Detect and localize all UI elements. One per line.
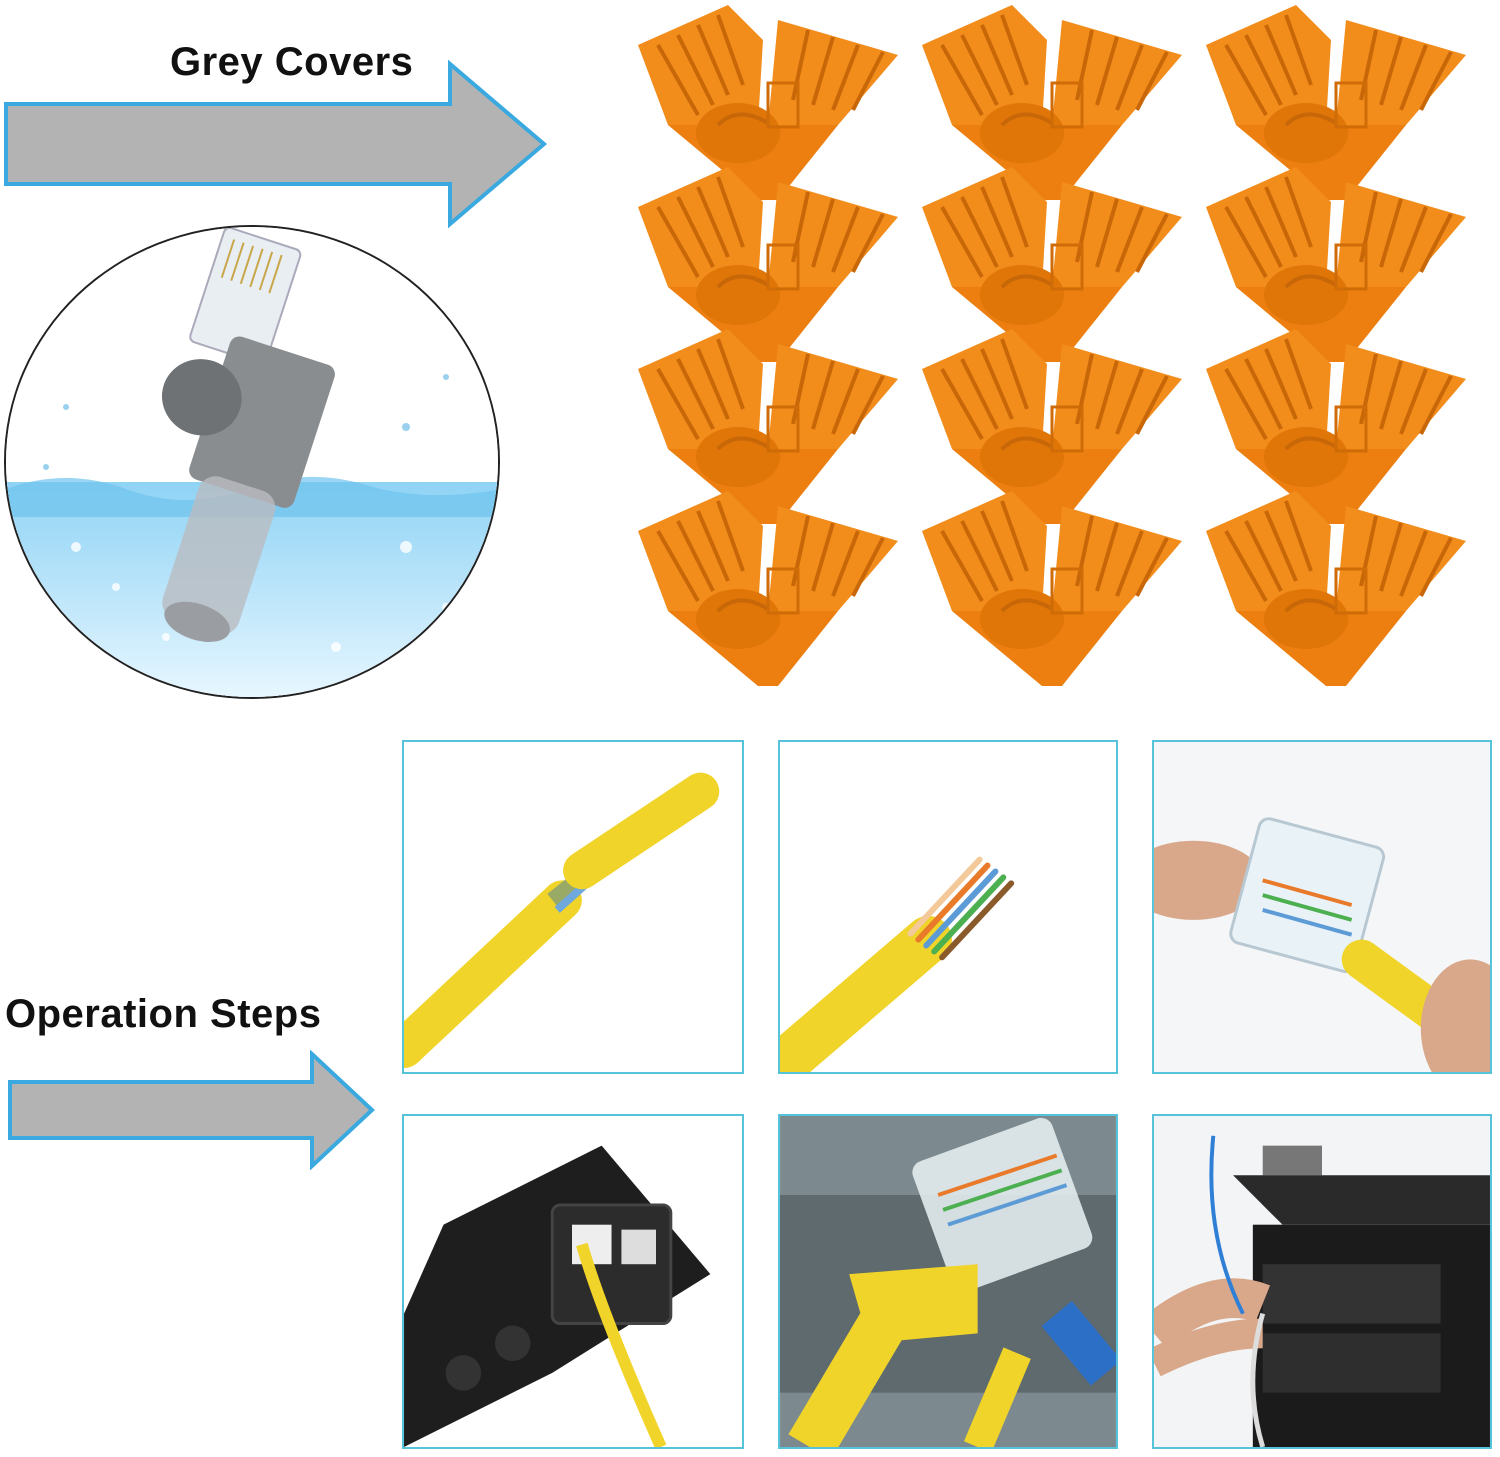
operation-steps-label: Operation Steps [5,992,322,1036]
arrow-right-top-icon [4,59,548,229]
step-3-frame [1152,740,1492,1074]
step-1-frame [402,740,744,1074]
orange-boot-3 [1204,3,1468,202]
crimp-tool-icon [404,1116,742,1447]
orange-boot-1 [636,3,900,202]
step-2-frame [778,740,1118,1074]
step-4-frame [402,1114,744,1449]
arrow-right-bottom-icon [8,1050,375,1170]
orange-boot-2 [920,3,1184,202]
step-6-frame [1152,1114,1492,1449]
patch-panel-icon [1154,1116,1490,1447]
cable-sleeve-slide-icon [404,742,742,1072]
waterproof-connector-illustration [4,225,500,699]
stripped-wires-icon [780,742,1116,1072]
insert-connector-icon [1154,742,1490,1072]
step-5-frame [778,1114,1118,1449]
grey-covers-label: Grey Covers [170,40,414,84]
orange-boot-grid [636,3,1468,688]
crimped-connector-icon [780,1116,1116,1447]
